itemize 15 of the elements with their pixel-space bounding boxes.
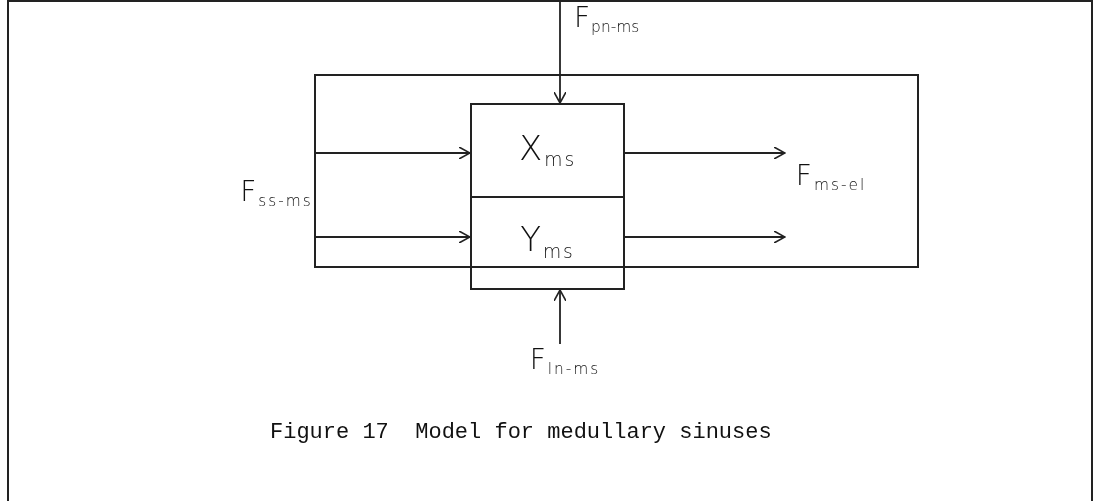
state-box [470, 103, 625, 198]
variable-label: X$_{ms}$ [518, 130, 577, 171]
arrow [314, 230, 471, 244]
flow-label: F$_{ss-ms}$ [240, 178, 313, 210]
arrow [553, 1, 567, 104]
arrow [624, 230, 786, 244]
flow-label: F$_{ms-el}$ [795, 162, 867, 194]
edge-label: F$_{pn-ms}$ [574, 4, 640, 36]
arrow [553, 289, 567, 345]
figure-caption: Figure 17 Model for medullary sinuses [270, 420, 772, 445]
arrow [314, 146, 471, 160]
arrow [624, 146, 786, 160]
flow-label: F$_{ln-ms}$ [529, 346, 601, 378]
state-box [470, 196, 625, 290]
variable-label: Y$_{ms}$ [520, 222, 575, 262]
